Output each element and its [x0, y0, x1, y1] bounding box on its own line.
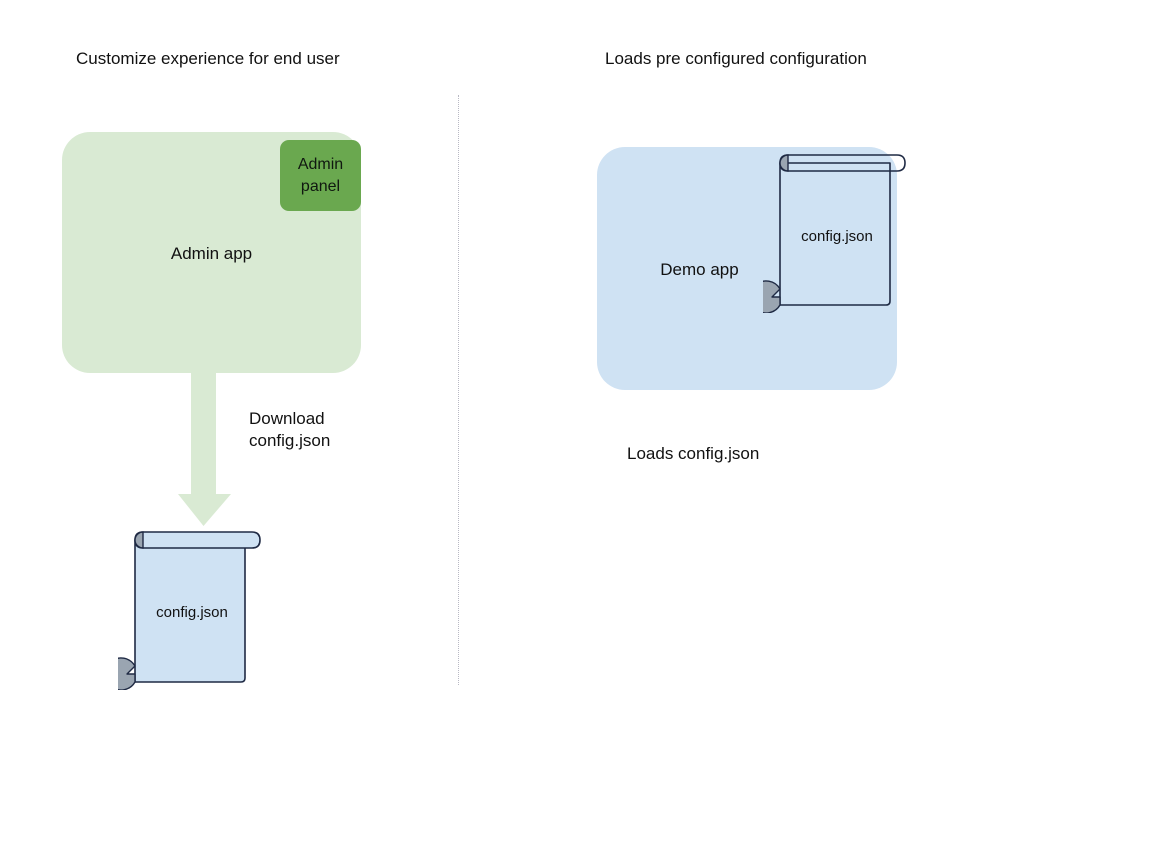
config-file-document-left — [118, 531, 261, 690]
config-file-document-right — [763, 154, 906, 313]
left-column-heading: Customize experience for end user — [76, 49, 340, 68]
download-arrow-label-line2: config.json — [249, 431, 331, 450]
right-column-heading: Loads pre configured configuration — [605, 49, 867, 68]
download-arrow-icon — [178, 366, 231, 526]
admin-panel-button-label: Admin panel — [297, 155, 344, 195]
download-arrow-label-line1: Download — [249, 409, 325, 428]
demo-app-box: Demo app — [597, 147, 897, 390]
loads-config-caption: Loads config.json — [627, 444, 760, 463]
config-file-label-right: config.json — [801, 228, 873, 245]
admin-panel-button[interactable]: Admin panel — [280, 140, 361, 211]
download-arrow-label: Download config.json — [249, 408, 330, 452]
admin-app-label: Admin app — [170, 244, 253, 263]
column-divider — [458, 95, 459, 685]
config-file-label-left: config.json — [156, 604, 228, 621]
demo-app-label: Demo app — [660, 260, 739, 279]
